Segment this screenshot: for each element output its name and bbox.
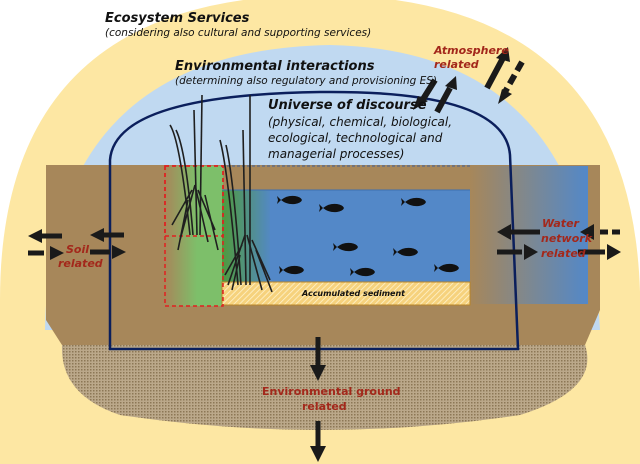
plant-2 [219, 95, 273, 293]
universe-boundary [108, 90, 520, 351]
fish-icon [277, 195, 302, 205]
environmental-interactions-subtitle: (determining also regulatory and provisi… [175, 75, 437, 87]
atmosphere-label-2: related [434, 58, 479, 71]
fish-icon [319, 203, 344, 213]
ground-arrow-down-upper [310, 337, 326, 381]
sediment-label: Accumulated sediment [302, 289, 405, 298]
fish-icon [350, 267, 375, 277]
fish-group [277, 195, 459, 277]
water-label-1: Water [542, 217, 579, 230]
fish-icon [279, 265, 304, 275]
ground-arrow-down-lower [310, 421, 326, 462]
water-network-column [470, 166, 588, 304]
atmosphere-arrow-down [413, 78, 438, 110]
atmosphere-arrow-down-dashed [498, 60, 525, 104]
soil-label-2: related [58, 257, 103, 270]
universe-line-1: (physical, chemical, biological, [268, 115, 453, 129]
bank-box [164, 165, 224, 307]
atmosphere-arrow-up [434, 76, 457, 114]
plant-1 [169, 94, 219, 251]
ecosystem-services-subtitle: (considering also cultural and supportin… [105, 27, 372, 39]
ground-label-2: related [302, 400, 347, 413]
universe-title: Universe of discourse [268, 98, 427, 113]
water-arrow-right-inner [497, 244, 538, 260]
atmosphere-arrow-up-outer [484, 47, 510, 90]
fish-icon [393, 247, 418, 257]
fish-icon [333, 242, 358, 252]
atmosphere-label-1: Atmosphere [434, 44, 509, 57]
universe-line-3: managerial processes) [268, 147, 405, 161]
ecosystem-services-title: Ecosystem Services [105, 11, 250, 26]
fish-icon [401, 197, 426, 207]
water-arrow-right-outer [578, 244, 621, 260]
fish-icon [434, 263, 459, 273]
soil-label-1: Soil [66, 243, 90, 256]
soil-arrow-right-dashed [28, 246, 64, 260]
water-arrow-left-inner [497, 224, 540, 240]
water-label-3: related [541, 247, 586, 260]
universe-line-2: ecological, technological and [268, 131, 443, 145]
ground-label-1: Environmental ground [262, 385, 401, 398]
soil-arrow-right-inner [90, 245, 126, 259]
environmental-ground-region [61, 345, 588, 430]
soil-arrow-left-outer [28, 229, 62, 243]
water-arrow-left-dashed [580, 224, 620, 240]
soil-arrow-left-inner [90, 228, 124, 242]
environmental-interactions-title: Environmental interactions [175, 59, 375, 74]
sediment-layer [221, 281, 471, 306]
arrows [28, 47, 621, 462]
water-label-2: network [541, 232, 593, 245]
